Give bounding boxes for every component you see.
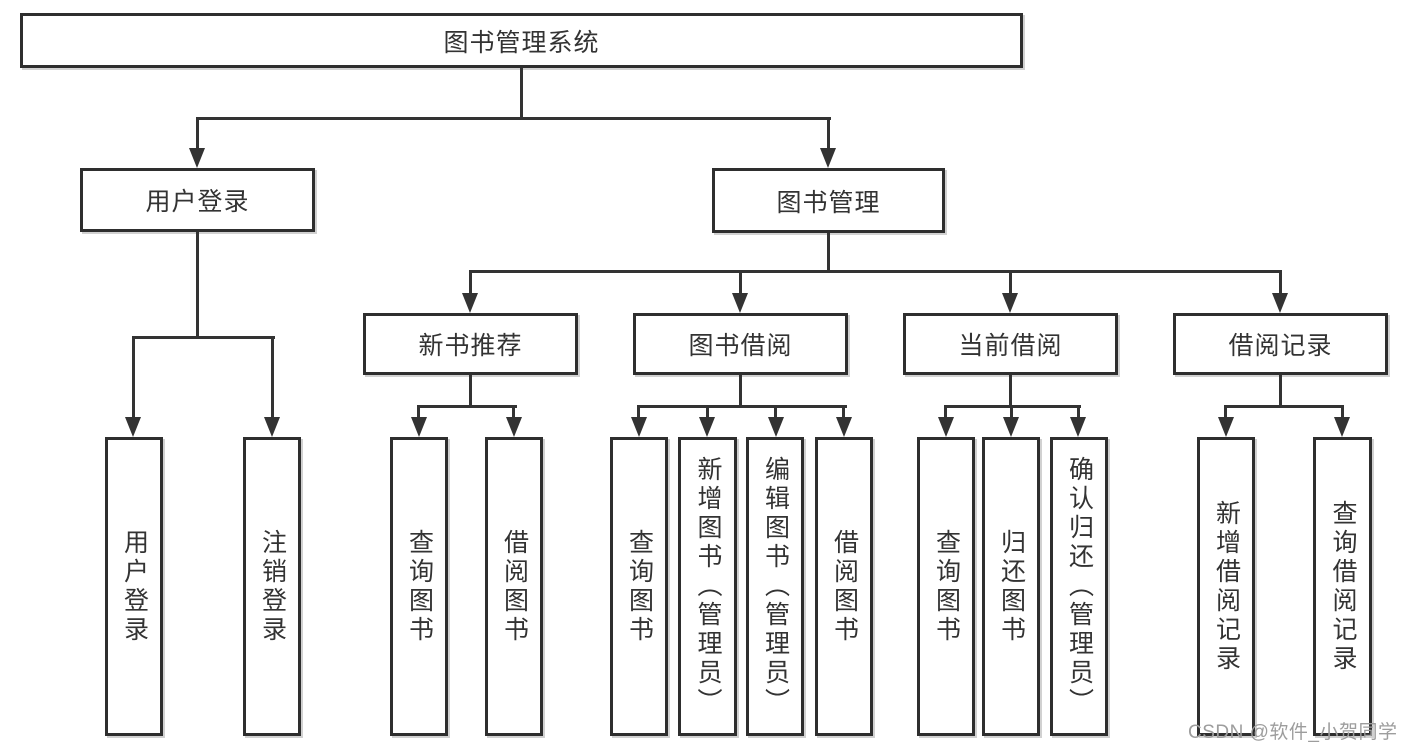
connector-drop — [196, 117, 199, 151]
connector-hline-root — [196, 117, 831, 120]
connector-drop — [1279, 270, 1282, 295]
node-borrowing-records: 借阅记录 — [1173, 313, 1388, 375]
connector-drop — [512, 405, 515, 419]
node-new-book-recommend: 新书推荐 — [363, 313, 578, 375]
connector-drop — [1224, 405, 1227, 419]
arrow-down-icon — [411, 417, 427, 437]
arrow-down-icon — [125, 417, 141, 437]
leaf-return-book: 归还图书 — [982, 437, 1040, 736]
leaf-query-books-borrowing: 查询图书 — [610, 437, 668, 736]
node-user-login: 用户登录 — [80, 168, 315, 232]
arrow-down-icon — [836, 417, 852, 437]
connector-stem-user-login — [196, 232, 199, 339]
connector-hline-new-book — [417, 405, 517, 408]
connector-drop — [417, 405, 420, 419]
connector-drop — [132, 336, 135, 419]
connector-stem-new-book — [469, 375, 472, 408]
arrow-down-icon — [820, 148, 836, 168]
leaf-confirm-return-admin: 确认归还（管理员） — [1050, 437, 1108, 736]
arrow-down-icon — [1218, 417, 1234, 437]
connector-drop — [1009, 270, 1012, 295]
node-book-management: 图书管理 — [712, 168, 945, 233]
connector-stem-borrowing-records — [1279, 375, 1282, 408]
connector-stem-current-borrowing — [1009, 375, 1012, 408]
arrow-down-icon — [1334, 417, 1350, 437]
leaf-logout: 注销登录 — [243, 437, 301, 736]
connector-drop — [1077, 405, 1080, 419]
arrow-down-icon — [631, 417, 647, 437]
arrow-down-icon — [189, 148, 205, 168]
connector-drop — [827, 117, 830, 151]
arrow-down-icon — [506, 417, 522, 437]
connector-drop — [739, 270, 742, 295]
leaf-borrow-books-recommend: 借阅图书 — [485, 437, 543, 736]
connector-hline-borrowing-records — [1224, 405, 1344, 408]
arrow-down-icon — [1272, 293, 1288, 313]
connector-drop — [637, 405, 640, 419]
connector-stem-book-borrowing — [739, 375, 742, 408]
leaf-add-book-admin: 新增图书（管理员） — [678, 437, 737, 736]
leaf-query-books-current: 查询图书 — [917, 437, 975, 736]
connector-drop — [271, 336, 274, 419]
connector-drop — [1010, 405, 1013, 419]
node-book-borrowing: 图书借阅 — [633, 313, 848, 375]
arrow-down-icon — [699, 417, 715, 437]
arrow-down-icon — [1002, 293, 1018, 313]
connector-stem-book-management — [827, 233, 830, 273]
leaf-query-borrow-record: 查询借阅记录 — [1313, 437, 1372, 736]
leaf-add-borrow-record: 新增借阅记录 — [1197, 437, 1255, 736]
connector-hline-book-management — [469, 270, 1282, 273]
leaf-user-login: 用户登录 — [105, 437, 163, 736]
arrow-down-icon — [938, 417, 954, 437]
connector-drop — [842, 405, 845, 419]
connector-hline-book-borrowing — [637, 405, 847, 408]
connector-drop — [774, 405, 777, 419]
arrow-down-icon — [768, 417, 784, 437]
connector-stem-root — [520, 68, 523, 120]
arrow-down-icon — [462, 293, 478, 313]
arrow-down-icon — [1070, 417, 1086, 437]
node-current-borrowing: 当前借阅 — [903, 313, 1118, 375]
watermark: CSDN @软件_小贺同学 — [1188, 722, 1398, 743]
connector-drop — [944, 405, 947, 419]
arrow-down-icon — [264, 417, 280, 437]
leaf-edit-book-admin: 编辑图书（管理员） — [746, 437, 804, 736]
node-root: 图书管理系统 — [20, 13, 1023, 68]
leaf-borrow-books: 借阅图书 — [815, 437, 873, 736]
connector-drop — [706, 405, 709, 419]
connector-drop — [1341, 405, 1344, 419]
connector-drop — [469, 270, 472, 295]
arrow-down-icon — [1003, 417, 1019, 437]
connector-hline-user-login — [132, 336, 275, 339]
leaf-query-books-recommend: 查询图书 — [390, 437, 448, 736]
arrow-down-icon — [732, 293, 748, 313]
